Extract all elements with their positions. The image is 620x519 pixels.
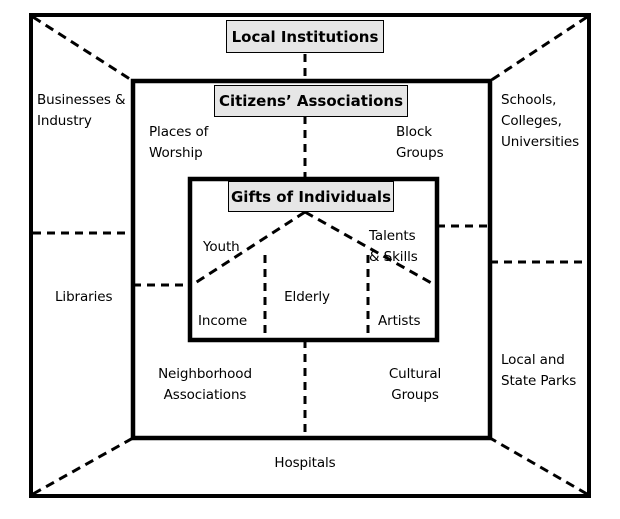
label-block-groups: Block Groups (396, 124, 444, 161)
diagonal-bottom-right (489, 436, 588, 496)
label-libraries: Libraries (55, 289, 113, 305)
label-hospitals: Hospitals (274, 455, 336, 471)
label-cultural-groups: Cultural Groups (388, 366, 442, 403)
label-places-of-worship: Places of Worship (149, 124, 209, 161)
inner-frame-rect (187, 176, 440, 343)
diagonal-top-left (32, 15, 134, 83)
banner-citizens-associations[interactable]: Citizens’ Associations (214, 85, 408, 117)
diagonal-top-right (489, 15, 588, 83)
banner-local-institutions[interactable]: Local Institutions (226, 20, 384, 53)
label-schools-colleges-universities: Schools, Colleges, Universities (501, 92, 580, 150)
middle-frame-rect (130, 78, 493, 441)
label-local-state-parks: Local and State Parks (501, 352, 577, 389)
label-artists: Artists (378, 313, 421, 329)
label-youth: Youth (203, 239, 240, 255)
label-neighborhood-associations: Neighborhood Associations (158, 366, 252, 403)
outer-frame-rect (29, 13, 591, 498)
label-elderly: Elderly (284, 289, 330, 305)
inner-peak-right-edge (304, 210, 436, 287)
label-income: Income (198, 313, 248, 329)
inner-peak-left-edge (191, 210, 306, 287)
banner-gifts-of-individuals[interactable]: Gifts of Individuals (228, 181, 394, 212)
label-talents-skills: Talents & Skills (369, 228, 418, 265)
diagonal-bottom-left (32, 436, 134, 496)
label-businesses-industry: Businesses & Industry (37, 92, 126, 129)
